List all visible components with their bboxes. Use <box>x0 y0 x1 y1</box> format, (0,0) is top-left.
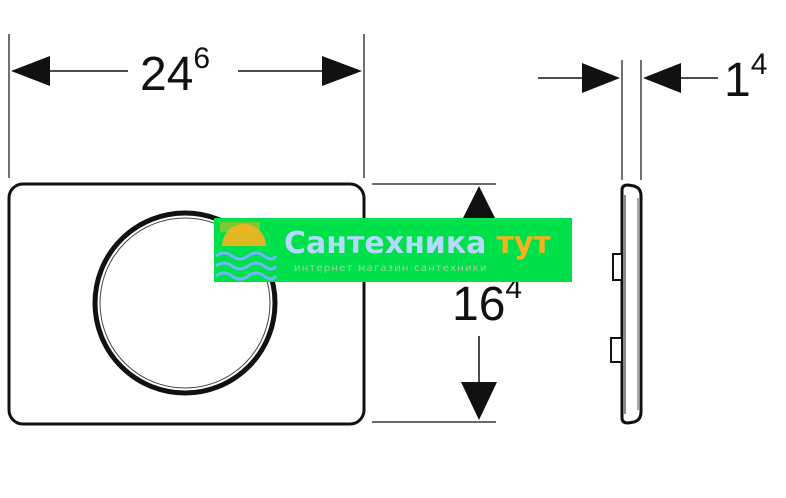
depth-superscript: 4 <box>751 48 768 81</box>
watermark-title-part2: тут <box>496 226 551 261</box>
watermark-logo <box>215 222 278 281</box>
side-mounting-tab-upper <box>612 253 623 281</box>
watermark-title-part1: Сантехника <box>284 226 486 261</box>
depth-label: 14 <box>724 48 767 107</box>
side-mounting-tab-lower <box>610 337 623 363</box>
width-dimension: 246 <box>8 34 365 178</box>
width-value: 24 <box>140 48 193 101</box>
watermark-subtitle: интернет магазин сантехники <box>294 263 488 274</box>
flush-plate-outline <box>7 182 366 426</box>
front-view <box>7 182 366 426</box>
side-profile-outline <box>620 183 643 425</box>
width-arrow-left <box>11 56 50 86</box>
flush-button-ring <box>92 210 278 396</box>
height-arrow-bottom <box>461 382 497 420</box>
watermark: Сантехника тут интернет магазин сантехник… <box>214 218 572 282</box>
width-label: 246 <box>140 42 210 101</box>
depth-arrow-right <box>643 63 681 93</box>
width-superscript: 6 <box>193 42 210 75</box>
depth-value: 1 <box>724 54 751 107</box>
watermark-title: Сантехника тут <box>284 226 551 261</box>
watermark-band <box>214 218 572 282</box>
height-value: 16 <box>452 278 505 331</box>
waves-icon <box>215 251 278 281</box>
logo-sun-rays-icon <box>220 222 260 232</box>
flush-button-inner-ring <box>99 217 271 389</box>
depth-arrow-left <box>582 63 620 93</box>
height-arrow-top <box>461 186 497 222</box>
width-arrow-right <box>322 56 362 86</box>
side-view <box>610 183 643 425</box>
depth-dimension: 14 <box>538 48 767 180</box>
